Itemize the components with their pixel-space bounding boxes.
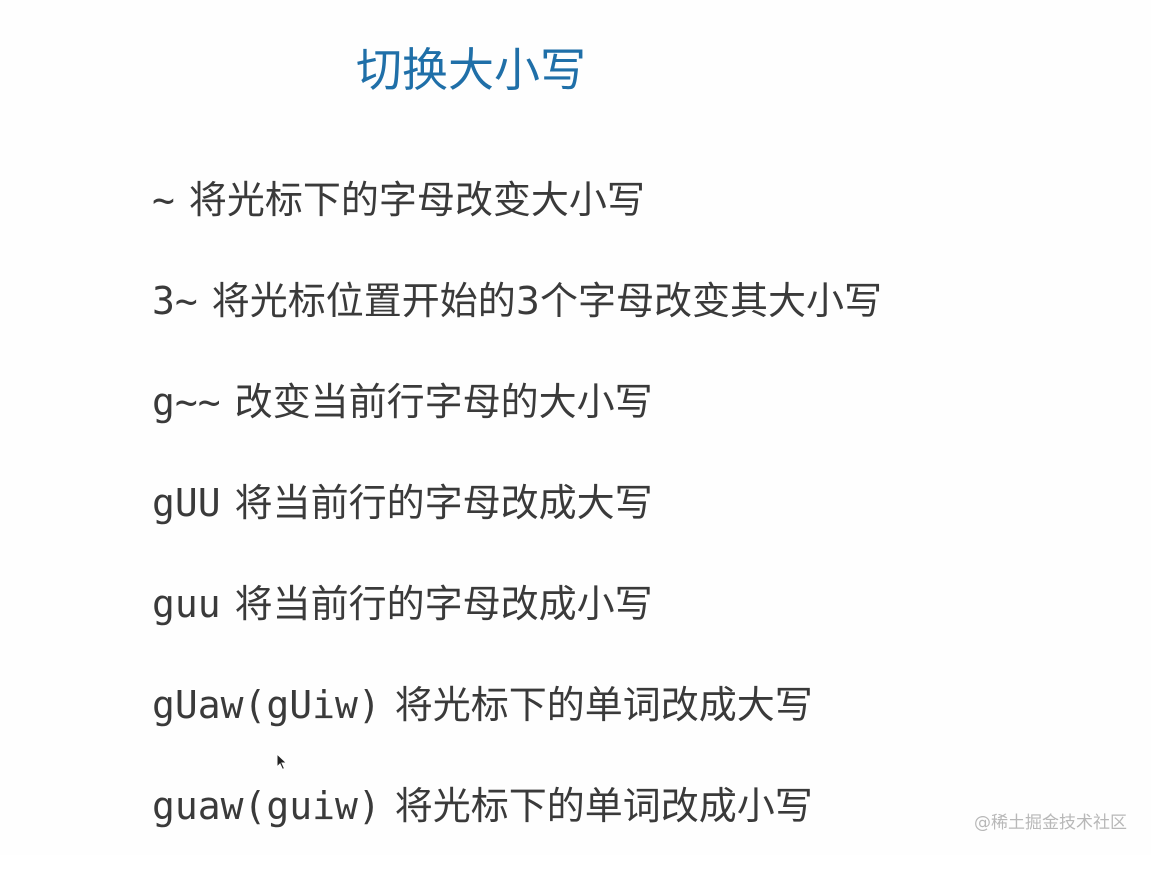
command-key: 3~ [152, 279, 198, 323]
command-key: gUaw(gUiw) [152, 683, 381, 727]
watermark: @稀土掘金技术社区 [974, 813, 1127, 833]
command-description: 将当前行的字母改成大写 [234, 481, 653, 525]
command-line-g-tilde-tilde: g~~ 改变当前行字母的大小写 [152, 370, 1112, 471]
command-line-guu-upper: gUU 将当前行的字母改成大写 [152, 471, 1112, 572]
command-list: ~ 将光标下的字母改变大小写 3~ 将光标位置开始的3个字母改变其大小写 g~~ 改变… [152, 168, 1112, 875]
command-description: 改变当前行字母的大小写 [234, 380, 653, 424]
slide: 切换大小写 ~ 将光标下的字母改变大小写 3~ 将光标位置开始的3个字母改变其大小写… [152, 43, 1127, 833]
command-line-guu-lower: guu 将当前行的字母改成小写 [152, 572, 1112, 673]
slide-title: 切换大小写 [356, 43, 586, 97]
command-key: guaw(guiw) [152, 784, 381, 828]
command-key: ~ [152, 178, 175, 222]
command-description: 将光标下的单词改成小写 [394, 784, 813, 828]
command-line-guaw-upper: gUaw(gUiw) 将光标下的单词改成大写 [152, 673, 1112, 774]
command-line-3-tilde: 3~ 将光标位置开始的3个字母改变其大小写 [152, 269, 1112, 370]
command-key: g~~ [152, 380, 221, 424]
command-line-guaw-lower: guaw(guiw) 将光标下的单词改成小写 [152, 774, 1112, 875]
mouse-pointer-icon [276, 752, 288, 771]
command-key: guu [152, 582, 221, 626]
command-description: 将光标位置开始的3个字母改变其大小写 [211, 279, 882, 323]
command-description: 将光标下的字母改变大小写 [188, 178, 645, 222]
command-line-tilde: ~ 将光标下的字母改变大小写 [152, 168, 1112, 269]
command-description: 将光标下的单词改成大写 [394, 683, 813, 727]
command-key: gUU [152, 481, 221, 525]
command-description: 将当前行的字母改成小写 [234, 582, 653, 626]
